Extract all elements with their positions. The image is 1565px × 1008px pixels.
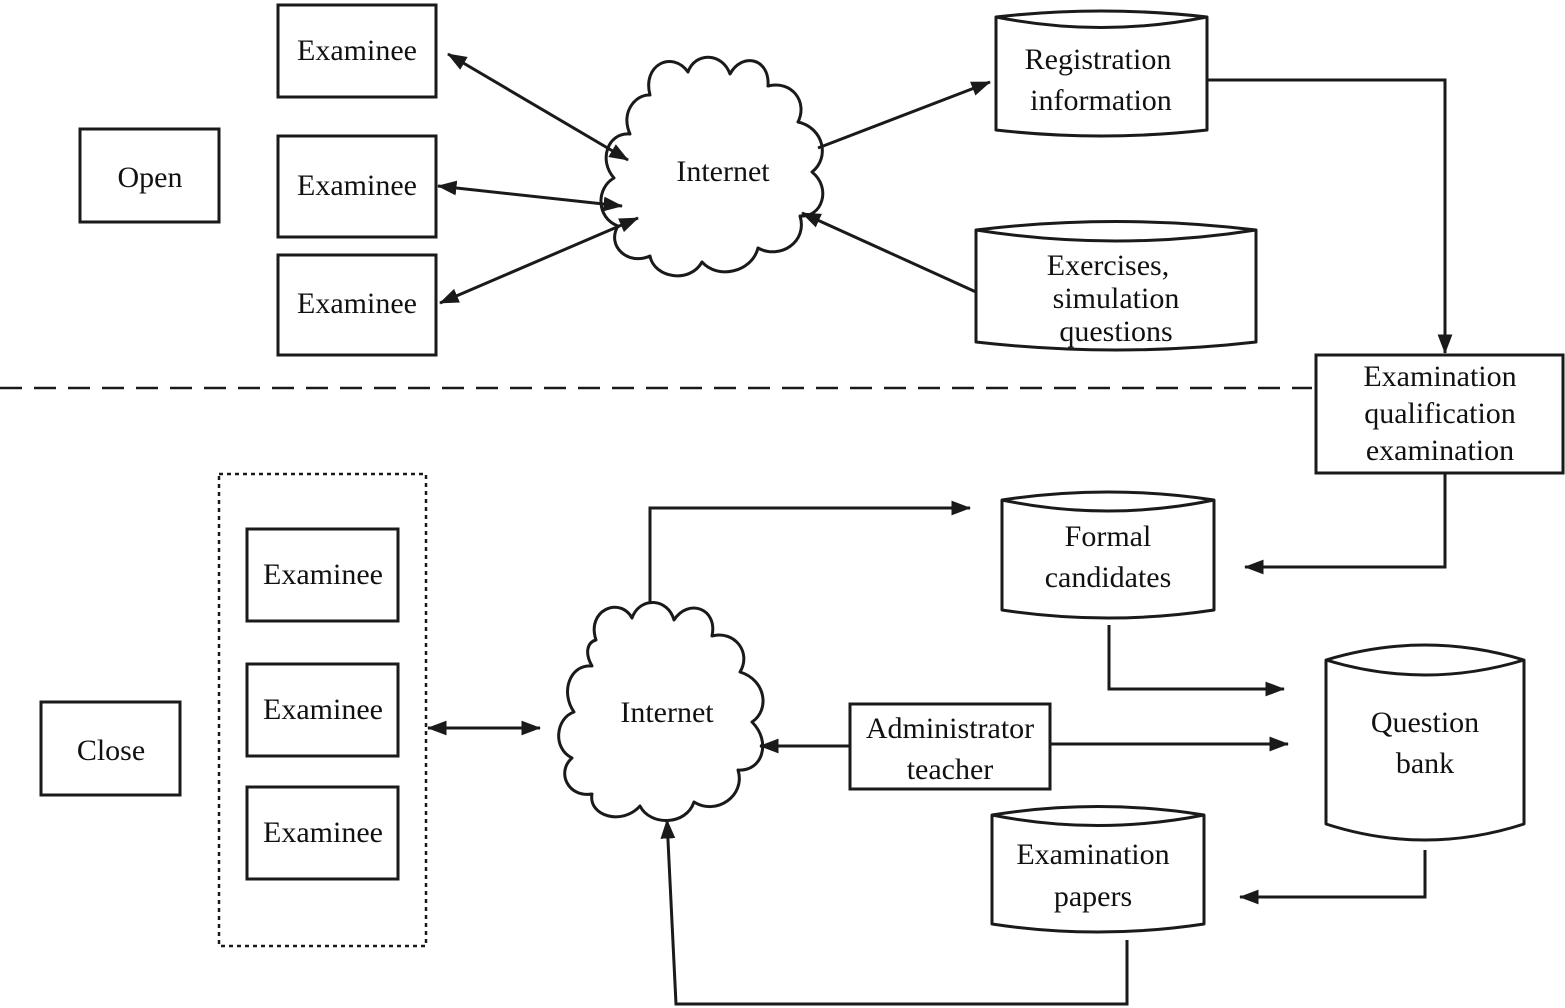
question-bank-store: Question bank	[1324, 643, 1526, 842]
formal-label-line1: Formal	[1065, 520, 1152, 553]
arrow-registration-qualification	[1207, 78, 1453, 354]
close-label-box: Close	[39, 700, 182, 797]
registration-label-line1: Registration	[1025, 43, 1172, 76]
registration-label-line2: information	[1030, 84, 1172, 117]
arrow-examinee1-internet	[447, 52, 629, 162]
arrow-internet-formal-candidates	[648, 500, 971, 603]
internet-label: Internet	[620, 696, 714, 729]
close-label: Close	[77, 734, 145, 767]
papers-label-line2: papers	[1054, 880, 1132, 913]
administrator-teacher-box: Administrator teacher	[848, 702, 1052, 791]
exercises-store: Exercises, simulation questions	[974, 220, 1258, 352]
arrow-internet-registration	[817, 80, 991, 150]
exercises-label-line1: Exercises,	[1047, 249, 1169, 282]
question-bank-label-line2: bank	[1396, 747, 1454, 780]
exercises-label-line2: simulation	[1053, 282, 1180, 315]
examinee-box-close-3: Examinee	[245, 785, 400, 881]
arrow-qualification-formal-candidates	[1244, 473, 1447, 575]
examination-papers-store: Examination papers	[990, 805, 1206, 934]
open-label-box: Open	[78, 127, 221, 224]
qualification-examination-box: Examination qualification examination	[1314, 353, 1565, 475]
question-bank-label-line1: Question	[1371, 706, 1479, 739]
examinee-label: Examinee	[263, 816, 383, 849]
examinee-label: Examinee	[297, 34, 417, 67]
examinee-box-open-3: Examinee	[276, 253, 438, 357]
arrow-examinee2-internet	[437, 180, 623, 212]
examinee-box-open-1: Examinee	[276, 3, 438, 99]
admin-label-line1: Administrator	[866, 712, 1034, 745]
arrow-examinee3-internet	[439, 216, 639, 305]
admin-label-line2: teacher	[907, 753, 994, 786]
exercises-label-line3: questions	[1059, 315, 1172, 348]
arrow-formal-candidates-question-bank	[1107, 625, 1285, 697]
examinee-label: Examinee	[263, 558, 383, 591]
arrow-exercises-internet	[801, 211, 977, 294]
qualification-label-line2: qualification	[1364, 397, 1516, 430]
papers-label-line1: Examination	[1016, 838, 1169, 871]
examinee-label: Examinee	[263, 693, 383, 726]
registration-information-store: Registration information	[994, 9, 1209, 138]
arrow-question-bank-papers	[1239, 850, 1427, 905]
arrow-papers-internet	[660, 819, 1129, 1006]
open-label: Open	[118, 161, 183, 194]
examinee-group-frame	[217, 472, 428, 948]
internet-cloud-open: Internet	[599, 55, 825, 278]
examinee-box-close-2: Examinee	[245, 662, 400, 758]
formal-label-line2: candidates	[1045, 561, 1172, 594]
examinee-label: Examinee	[297, 287, 417, 320]
internet-label: Internet	[676, 155, 770, 188]
internet-cloud-close: Internet	[557, 601, 765, 822]
formal-candidates-store: Formal candidates	[1000, 490, 1216, 620]
examinee-box-open-2: Examinee	[276, 134, 438, 239]
qualification-label-line3: examination	[1366, 434, 1514, 467]
qualification-label-line1: Examination	[1363, 360, 1516, 393]
examinee-label: Examinee	[297, 169, 417, 202]
examinee-box-close-1: Examinee	[245, 527, 400, 623]
